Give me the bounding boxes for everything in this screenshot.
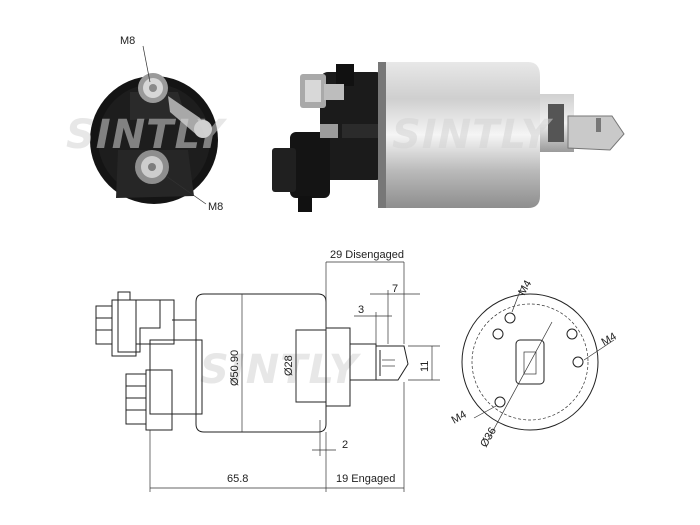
side-dimensions: 29 Disengaged 7 3 11 Ø50.90 Ø28 2 65.8 1…	[149, 249, 440, 492]
hole-left-label: M4	[450, 409, 469, 427]
dim-overall-length: 65.8	[227, 473, 248, 485]
side-view-photo	[272, 62, 625, 212]
dim-7: 7	[392, 283, 398, 295]
side-drawing	[95, 291, 409, 433]
dim-3: 3	[358, 304, 364, 316]
dim-2: 2	[342, 439, 348, 451]
hole-right-label: M4	[600, 331, 619, 349]
dim-body-diameter: Ø50.90	[229, 350, 241, 386]
dim-engaged: 19 Engaged	[336, 473, 395, 485]
end-drawing	[461, 285, 615, 441]
terminal-top-label: M8	[120, 35, 135, 47]
dim-disengaged: 29 Disengaged	[330, 249, 404, 261]
end-view-photo	[90, 73, 218, 204]
end-view-photo-labels: M8 M8	[120, 35, 223, 213]
dim-plunger-diameter: Ø28	[283, 355, 295, 376]
watermark-top-right: SINTLY	[392, 112, 554, 158]
terminal-bottom-label: M8	[208, 201, 223, 213]
watermark-top-left: SINTLY	[66, 112, 228, 158]
dim-tab-width: 11	[419, 361, 431, 372]
bolt-circle-label: Ø36	[478, 425, 499, 449]
watermark-drawing: SINTLY	[200, 347, 362, 393]
